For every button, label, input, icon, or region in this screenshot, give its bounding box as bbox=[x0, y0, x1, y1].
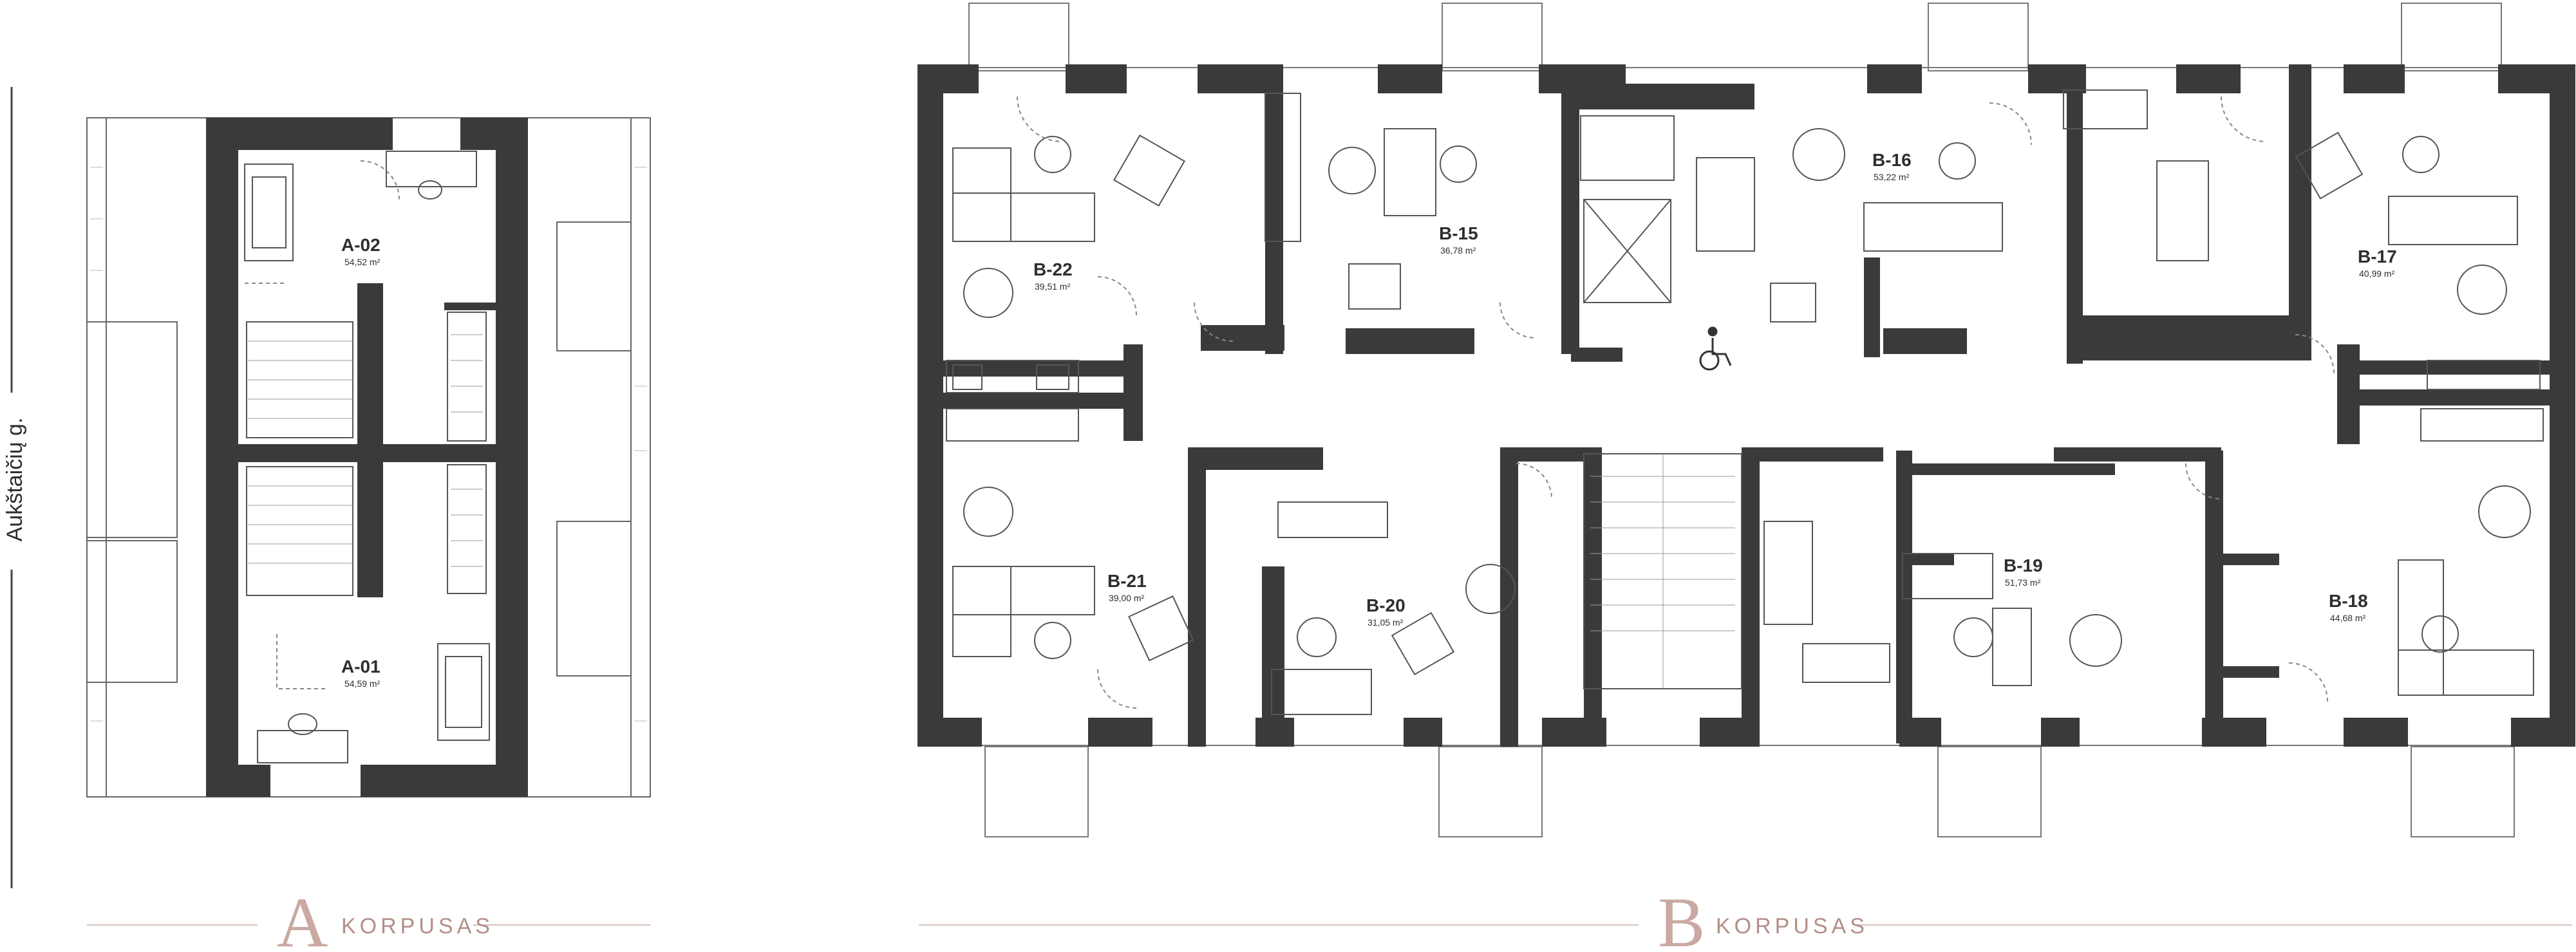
unit-area: 44,68 m² bbox=[2330, 613, 2366, 623]
building-b-caption: B KORPUSAS bbox=[919, 883, 2572, 952]
street-label: Aukštaičių g. bbox=[3, 418, 27, 542]
unit-labels: A-02 54,52 m² A-01 54,59 m² B-22 39,51 m… bbox=[341, 150, 2397, 689]
unit-code: B-15 bbox=[1439, 223, 1478, 243]
building-letter: A bbox=[277, 883, 328, 952]
unit-area: 40,99 m² bbox=[2359, 268, 2395, 279]
building-word: KORPUSAS bbox=[1716, 914, 1868, 938]
unit-code: B-20 bbox=[1366, 595, 1406, 615]
unit-code: B-21 bbox=[1107, 571, 1147, 591]
unit-area: 36,78 m² bbox=[1440, 245, 1476, 256]
unit-area: 54,59 m² bbox=[344, 678, 381, 689]
unit-code: B-22 bbox=[1033, 259, 1073, 279]
unit-area: 39,00 m² bbox=[1109, 593, 1145, 603]
building-letter: B bbox=[1658, 883, 1705, 952]
unit-area: 53,22 m² bbox=[1874, 172, 1910, 182]
street-label-group: Aukštaičių g. bbox=[3, 87, 27, 888]
building-b-furniture bbox=[946, 89, 2544, 715]
building-b-walls bbox=[917, 64, 2575, 747]
unit-code: B-17 bbox=[2358, 247, 2397, 266]
unit-area: 51,73 m² bbox=[2005, 577, 2041, 588]
building-a-furniture bbox=[244, 151, 490, 763]
unit-area: 39,51 m² bbox=[1035, 281, 1071, 292]
unit-code: A-02 bbox=[341, 235, 381, 255]
building-a-caption: A KORPUSAS bbox=[87, 883, 650, 952]
building-word: KORPUSAS bbox=[341, 914, 494, 938]
unit-area: 54,52 m² bbox=[344, 257, 381, 267]
wheelchair-icon bbox=[1699, 326, 1732, 371]
building-a-walls bbox=[206, 118, 528, 797]
unit-code: B-18 bbox=[2329, 591, 2368, 611]
unit-code: A-01 bbox=[341, 657, 381, 677]
unit-code: B-16 bbox=[1872, 150, 1912, 170]
unit-code: B-19 bbox=[2004, 555, 2043, 575]
unit-area: 31,05 m² bbox=[1368, 617, 1404, 628]
